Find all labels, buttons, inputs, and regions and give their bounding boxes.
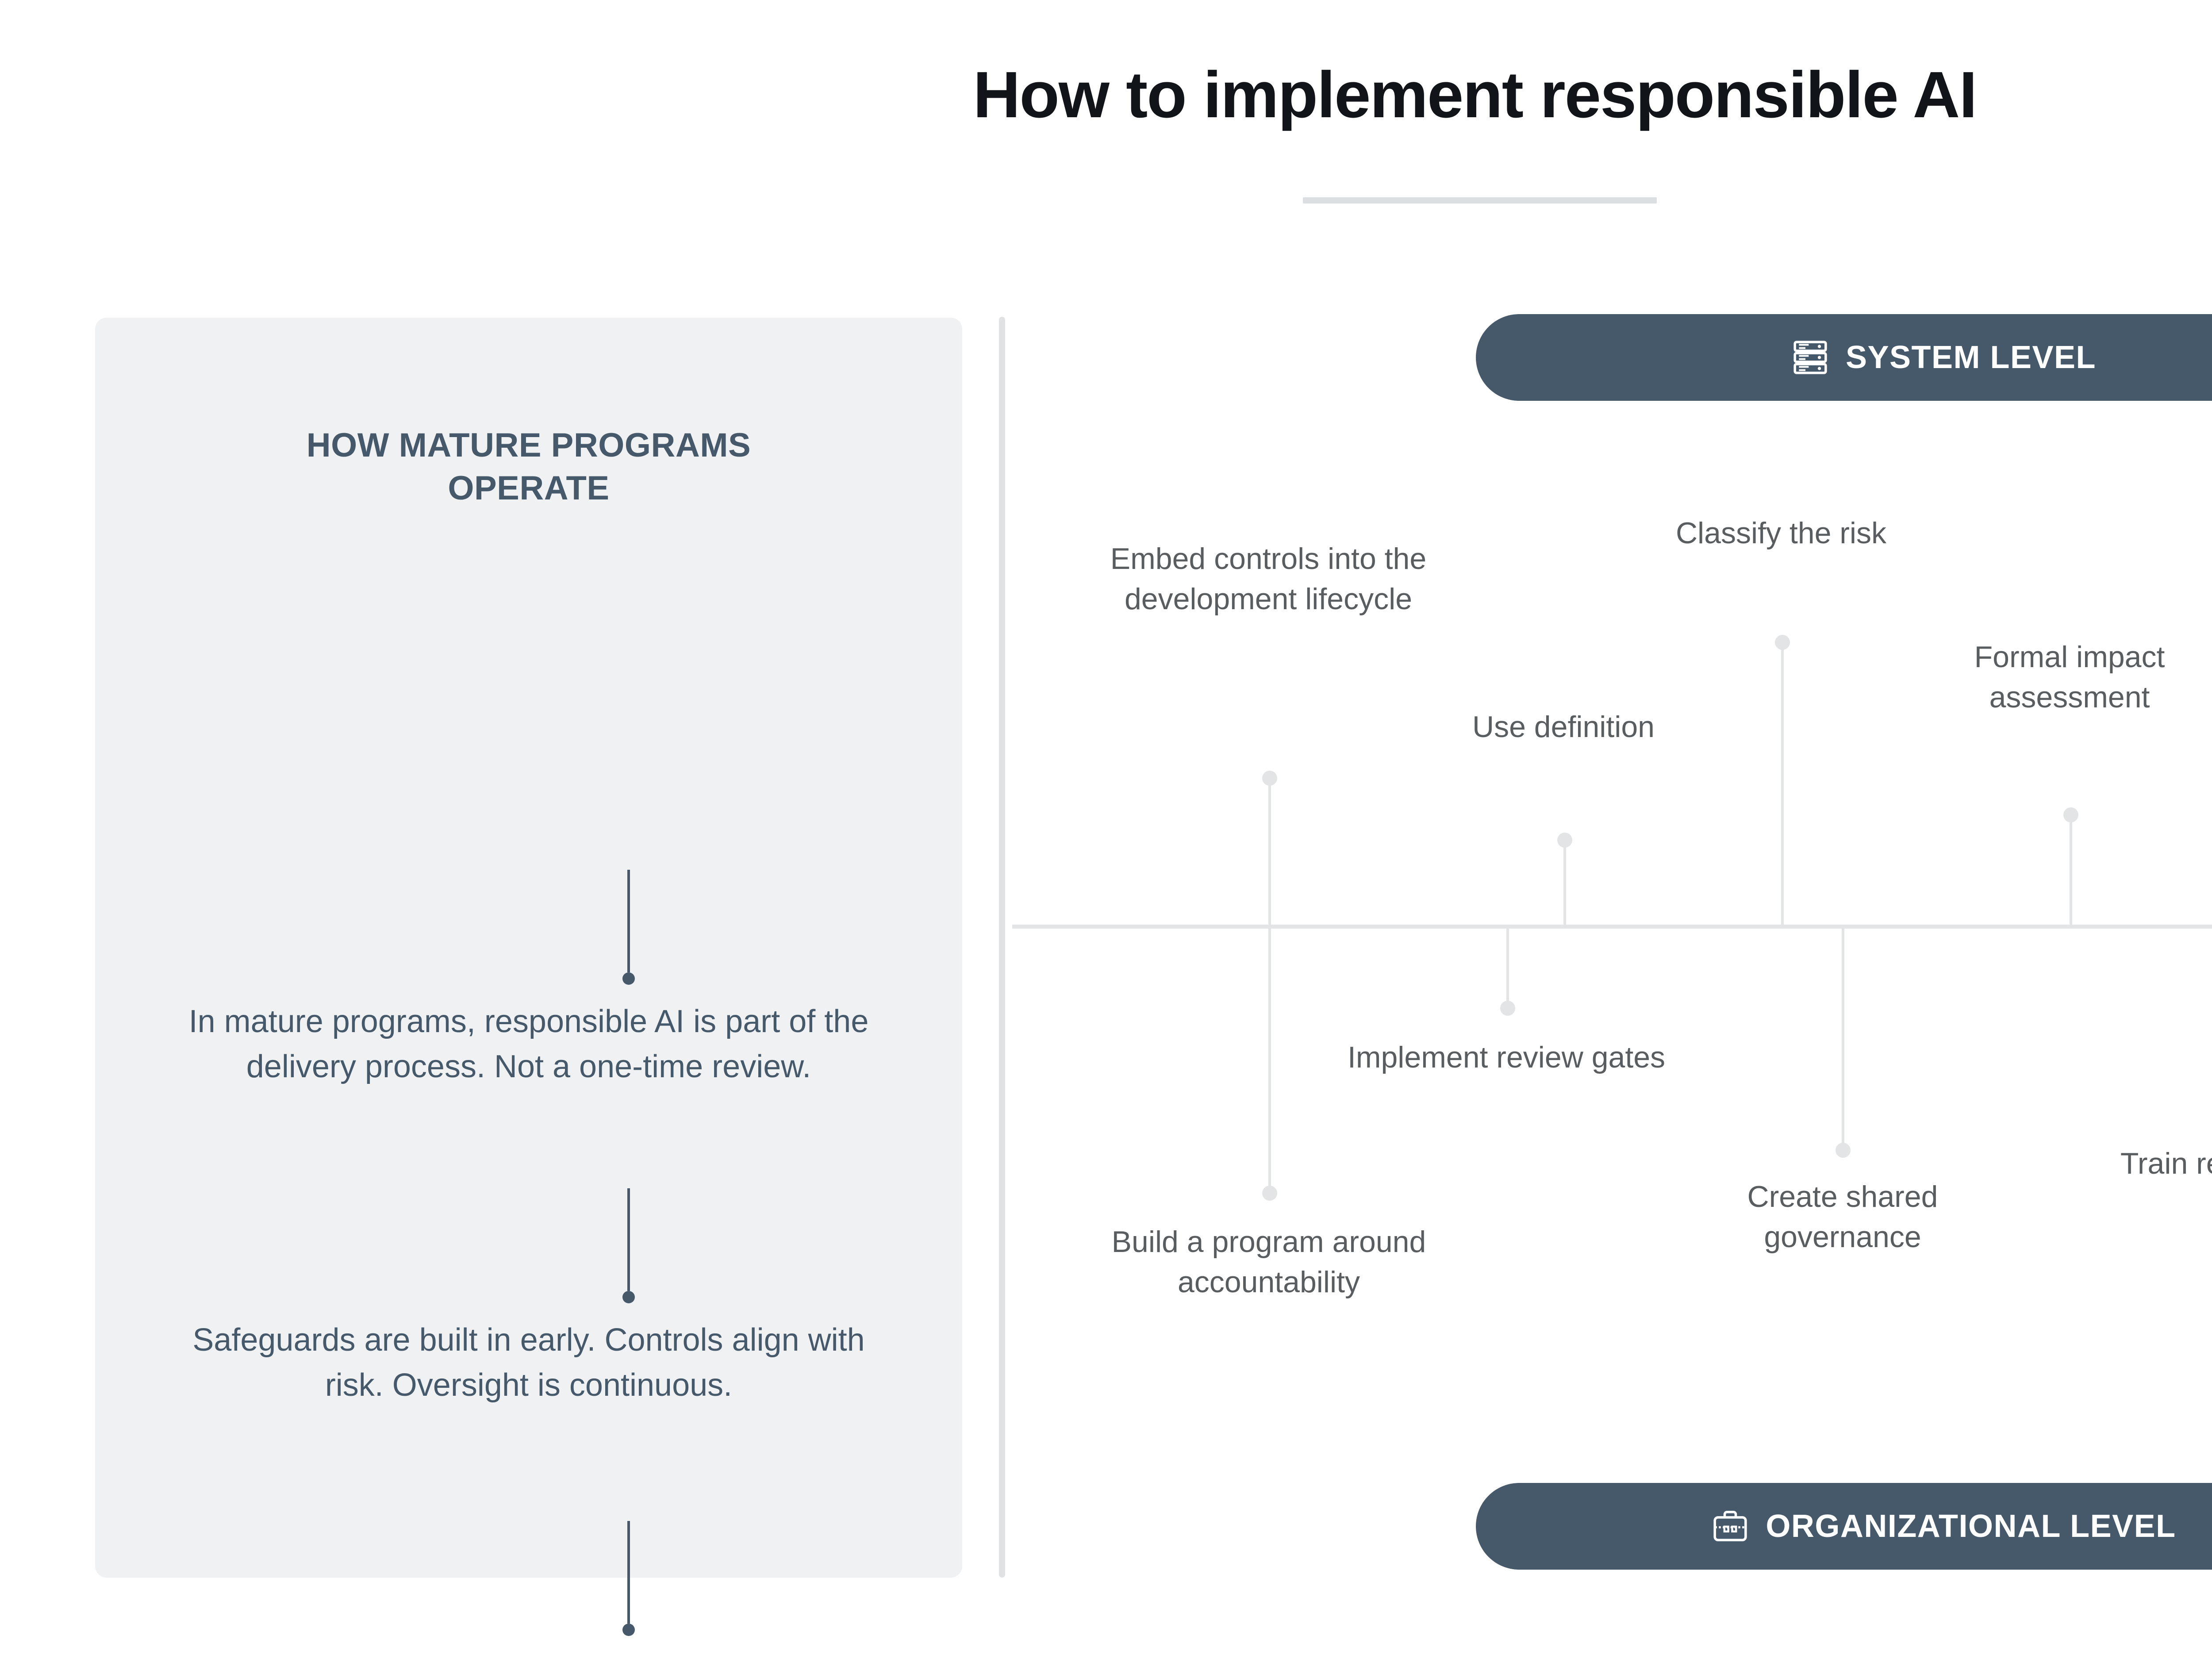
title-underline-rule — [1303, 197, 1657, 204]
stem-below-3 — [1842, 928, 1844, 1149]
node-label-above-4: Formal impact assessment — [1974, 640, 2165, 714]
server-rack-icon — [1793, 341, 1827, 374]
node-label-below-4: Train reviewers — [2120, 1147, 2212, 1180]
organizational-level-label: ORGANIZATIONAL LEVEL — [1766, 1509, 2176, 1544]
node-dot-below-2 — [1500, 1001, 1515, 1016]
briefcase-icon — [1713, 1510, 1747, 1541]
stem-above-4 — [2070, 813, 2072, 927]
node-dot-below-1 — [1262, 1186, 1277, 1201]
panel-connector-line-2 — [627, 1188, 630, 1291]
panel-node-dot-3 — [622, 1624, 635, 1636]
panel-connector-line-1 — [627, 870, 630, 972]
panel-heading: HOW MATURE PROGRAMS OPERATE — [306, 426, 751, 507]
node-label-above-3: Classify the risk — [1675, 516, 1887, 550]
node-label-above-1: Embed controls into the development life… — [1110, 542, 1427, 616]
node-label-above-2: Use definition — [1472, 710, 1655, 744]
page-title: How to implement responsible AI — [973, 58, 1978, 131]
vertical-divider — [999, 317, 1005, 1578]
node-dot-above-4 — [2063, 807, 2078, 822]
organizational-level-pill[interactable]: ORGANIZATIONAL LEVEL — [1476, 1483, 2212, 1570]
panel-item-2: Safeguards are built in early. Controls … — [192, 1322, 865, 1403]
node-dot-above-3 — [1775, 635, 1790, 650]
node-label-above-5: Ensure traceability — [2205, 510, 2212, 550]
node-dot-above-1 — [1262, 771, 1277, 786]
mature-programs-panel: HOW MATURE PROGRAMS OPERATE In mature pr… — [95, 318, 962, 1636]
stem-above-2 — [1563, 838, 1566, 927]
system-level-pill[interactable]: SYSTEM LEVEL — [1476, 314, 2212, 401]
panel-node-dot-2 — [622, 1291, 635, 1303]
system-level-label: SYSTEM LEVEL — [1845, 340, 2097, 375]
panel-item-1: In mature programs, responsible AI is pa… — [188, 1004, 869, 1085]
node-dot-below-3 — [1836, 1143, 1851, 1158]
stem-below-2 — [1506, 928, 1509, 1007]
stem-above-1 — [1268, 776, 1271, 927]
panel-node-dot-1 — [622, 972, 635, 985]
node-label-below-2: Implement review gates — [1347, 1041, 1666, 1074]
stem-above-3 — [1781, 641, 1784, 927]
node-label-below-3: Create shared governance — [1747, 1180, 1938, 1254]
node-label-below-1: Build a program around accountability — [1111, 1225, 1426, 1299]
timeline-axis — [1012, 925, 2212, 929]
stem-below-1 — [1268, 928, 1271, 1193]
panel-connector-line-3 — [627, 1521, 630, 1624]
node-dot-above-2 — [1557, 833, 1572, 848]
